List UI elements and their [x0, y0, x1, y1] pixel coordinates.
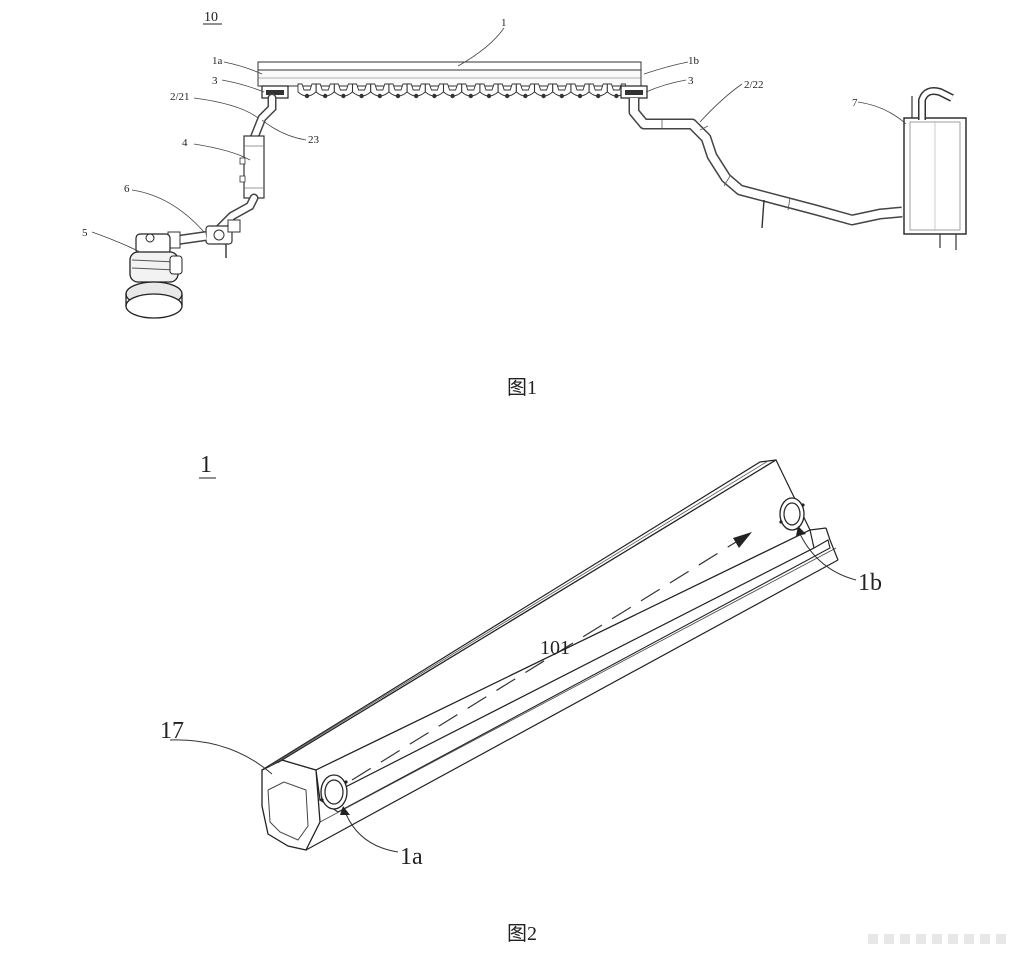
label-joint-23: 23: [308, 134, 320, 146]
artifact-block: [884, 934, 894, 944]
rail-clamp-bolt: [414, 93, 419, 99]
caption-figure-1: 图1: [507, 377, 537, 399]
rail-clamp-bolt: [486, 93, 492, 99]
flow-arrow-head: [733, 532, 752, 548]
rail-clamp-bolt: [614, 93, 619, 99]
rail-clamp-bolt: [377, 93, 382, 99]
tank: [903, 87, 967, 250]
rail-clamp-bolt: [559, 93, 564, 99]
rail-clamp: [315, 83, 335, 97]
label-port-1a-fig2: 1a: [400, 844, 423, 870]
rail-clamp-bolt: [577, 93, 583, 99]
scan-artifact: [868, 934, 1006, 944]
label-port-1b: 1b: [688, 55, 700, 67]
caption-figure-2: 图2: [507, 923, 537, 945]
rail-clamp-bolt: [359, 93, 364, 99]
beam-upper-face: [280, 459, 811, 771]
rail-clamp: [370, 83, 390, 97]
label-port-1a: 1a: [212, 55, 223, 67]
label-filter-4: 4: [182, 137, 188, 149]
artifact-block: [948, 934, 958, 944]
label-bracket-left-3: 3: [212, 75, 218, 87]
beam-lower-flange: [318, 539, 831, 813]
label-valve-6: 6: [124, 183, 130, 195]
artifact-block: [964, 934, 974, 944]
bracket-right-fill: [625, 90, 643, 95]
artifact-block: [980, 934, 990, 944]
rail-clamp: [333, 83, 353, 97]
label-pipe-2-21: 2/21: [170, 91, 190, 103]
flow-arrow: [351, 541, 737, 781]
rail-clamp-bolt: [505, 93, 510, 99]
pipe-right: [628, 98, 903, 229]
rail-clamp-bolt: [523, 93, 528, 99]
bracket-left-fill: [266, 90, 284, 95]
rail-clamp: [588, 83, 608, 97]
leaders-fig2: [169, 533, 857, 853]
rail-clamp: [424, 83, 444, 97]
rail-clamp: [406, 83, 426, 97]
rail-clamp: [479, 83, 499, 97]
figure-1: 10: [82, 10, 967, 399]
rail-clamps: [297, 83, 626, 99]
rail-top: [257, 61, 642, 71]
artifact-block: [916, 934, 926, 944]
rail-clamp: [552, 83, 572, 97]
filter-body: [243, 135, 265, 199]
rail-clamp-bolt: [450, 93, 455, 99]
label-port-1b-fig2: 1b: [858, 570, 882, 596]
label-part-1: 1: [200, 452, 212, 478]
rail-clamp-bolt: [323, 93, 328, 99]
rail-clamp-bolt: [432, 93, 437, 99]
rail-clamp: [388, 83, 408, 97]
leaders-fig1: [91, 27, 907, 253]
artifact-block: [996, 934, 1006, 944]
beam: [261, 459, 839, 851]
label-channel-101: 101: [540, 637, 570, 659]
rail-clamp-bolt: [304, 93, 310, 99]
artifact-block: [932, 934, 942, 944]
pump: [125, 233, 183, 319]
pipe-left: [167, 93, 277, 258]
label-assembly-10: 10: [204, 10, 218, 25]
rail-clamp: [515, 83, 535, 97]
rail-clamp: [461, 83, 481, 97]
rail-clamp-bolt: [596, 93, 601, 99]
rail-clamp: [352, 83, 372, 97]
rail-clamp-bolt: [341, 93, 346, 99]
rail-clamp-bolt: [395, 93, 401, 99]
rail-clamp: [534, 83, 554, 97]
beam-side-face: [315, 529, 815, 801]
rail-assembly: [257, 61, 648, 99]
rail-clamp: [443, 83, 463, 97]
label-end-cap-17: 17: [160, 718, 184, 744]
rail-clamp-bolt: [541, 93, 546, 99]
label-tank-7: 7: [852, 97, 858, 109]
figure-2: 1: [160, 452, 882, 945]
label-rail-1: 1: [501, 17, 507, 29]
rail-clamp-bolt: [468, 93, 473, 99]
label-pipe-2-22: 2/22: [744, 79, 764, 91]
artifact-block: [900, 934, 910, 944]
rail-clamp: [497, 83, 517, 97]
rail-clamp: [297, 83, 317, 97]
artifact-block: [868, 934, 878, 944]
label-bracket-right-3: 3: [688, 75, 694, 87]
rail-clamp: [570, 83, 590, 97]
label-pump-5: 5: [82, 227, 88, 239]
